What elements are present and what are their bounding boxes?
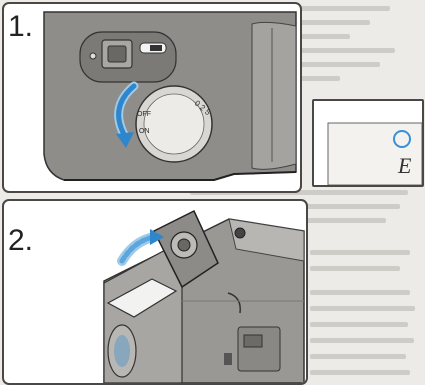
on-mark-label: ON xyxy=(139,128,150,135)
camera-top-view-drawing: 0 2 5 xyxy=(4,4,300,191)
step-1-illustration-panel: 0 2 5 OFF ON xyxy=(2,2,302,193)
step-number: 2. xyxy=(8,226,33,256)
camera-open-drawing xyxy=(4,201,306,383)
lcd-character: E xyxy=(398,153,411,179)
step-2-illustration-panel xyxy=(2,199,308,385)
display-detail-panel: E xyxy=(312,99,424,187)
step-number: 1. xyxy=(8,12,33,42)
off-mark-label: OFF xyxy=(137,111,151,118)
